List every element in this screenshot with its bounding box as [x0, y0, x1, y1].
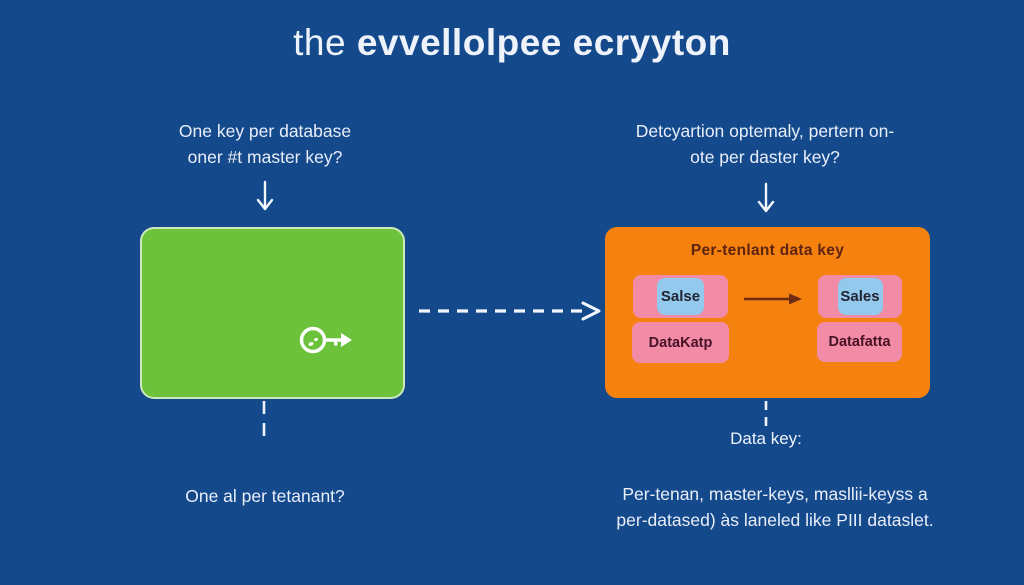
dashed-connector-right [764, 401, 768, 427]
right-bottom-caption-line2: per-datased) às laneled like PIII datasl… [616, 510, 934, 530]
data-chip-right: Sales [837, 278, 883, 315]
right-top-question-line2: ote per daster key? [690, 147, 840, 167]
data-key-left-label: DataKatp [648, 334, 713, 351]
envelope-left: Salse [633, 275, 728, 318]
right-bottom-caption-line1: Per-tenan, master-keys, masllii-keyss a [622, 484, 928, 504]
title-main: evvellolpee ecryyton [356, 22, 731, 63]
data-chip-left: Salse [657, 278, 704, 315]
envelope-right: Sales [818, 275, 902, 318]
right-top-question: Detcyartion optemaly, pertern on- ote pe… [600, 118, 930, 170]
data-chip-right-label: Sales [840, 288, 880, 305]
left-top-question-line1: One key per database [178, 121, 352, 141]
data-key-right-label: Datafatta [828, 334, 891, 350]
dashed-right-arrow-icon [419, 301, 601, 321]
right-top-question-line1: Detcyartion optemaly, pertern on- [635, 121, 895, 141]
data-key-left: DataKatp [632, 322, 729, 363]
down-arrow-icon [256, 180, 274, 211]
down-arrow-icon [757, 182, 775, 213]
master-key-box [140, 227, 405, 399]
right-arrow-icon [744, 293, 802, 305]
right-bottom-caption: Per-tenan, master-keys, masllii-keyss a … [590, 481, 960, 533]
dashed-connector-left [262, 401, 266, 439]
data-key-label: Data key: [730, 429, 802, 448]
per-tenant-data-key-box: Per-tenlant data key Salse DataKatp Sale… [605, 227, 930, 398]
title-prefix: the [293, 22, 347, 63]
left-top-question-line2: oner #t master key? [187, 147, 343, 167]
left-top-question: One key per database oner #t master key? [130, 118, 400, 170]
data-key-right: Datafatta [817, 322, 902, 362]
page-title: the evvellolpee ecryyton [0, 22, 1024, 64]
orange-box-title: Per-tenlant data key [690, 242, 845, 259]
key-icon [299, 326, 352, 354]
left-bottom-question: One al per tetanant? [185, 486, 345, 506]
data-chip-left-label: Salse [660, 288, 701, 305]
